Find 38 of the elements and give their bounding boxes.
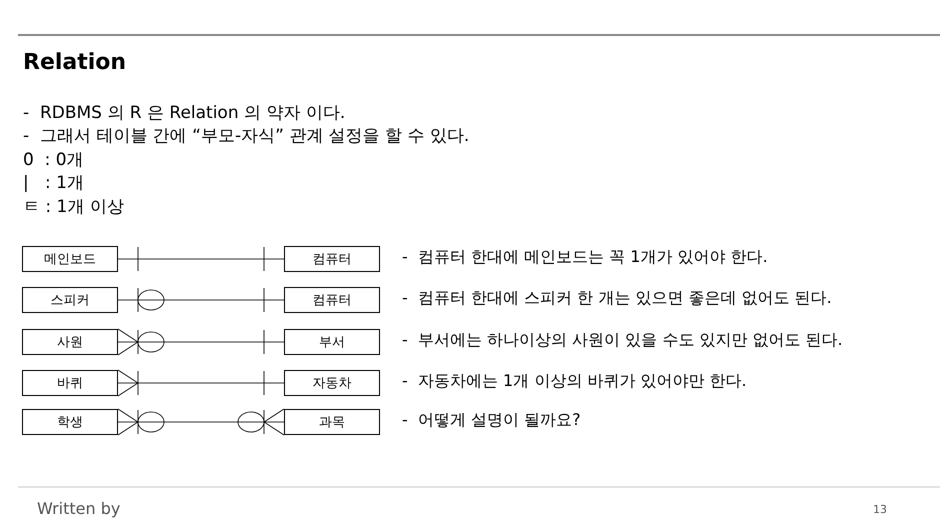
entity-box (22, 287, 118, 313)
entity-name: 사원 (57, 334, 83, 351)
description-text: - 컴퓨터 한대에 스피커 한 개는 있으면 좋은데 없어도 된다. (402, 288, 832, 309)
entity-name: 부서 (319, 334, 345, 351)
entity-box (284, 329, 380, 355)
entity-box (284, 370, 380, 396)
relationship-line (118, 288, 284, 312)
slide-title: Relation (23, 50, 126, 75)
relationship-line (118, 408, 284, 436)
entity-name: 학생 (57, 414, 83, 431)
entity-name: 자동차 (312, 375, 352, 392)
footer-text: Written by (37, 499, 120, 518)
entity-name: 메인보드 (44, 251, 96, 268)
legend-text: | : 1개 (23, 172, 84, 194)
relationship-line (118, 328, 284, 356)
entity-box (22, 370, 118, 396)
description-text: - 부서에는 하나이상의 사원이 있을 수도 있지만 없어도 된다. (402, 330, 843, 351)
entity-name: 바퀴 (57, 375, 83, 392)
entity-name: 스피커 (50, 292, 90, 309)
page-number: 13 (873, 503, 887, 516)
entity-box (22, 409, 118, 435)
entity-box (22, 246, 118, 272)
description-text: - 컴퓨터 한대에 메인보드는 꼭 1개가 있어야 한다. (402, 247, 768, 268)
bullet-text: - RDBMS 의 R 은 Relation 의 약자 이다. (23, 102, 346, 124)
entity-box (284, 287, 380, 313)
entity-name: 과목 (319, 414, 345, 431)
relationship-line (118, 370, 284, 396)
entity-box (284, 246, 380, 272)
legend-text: 0 : 0개 (23, 149, 84, 171)
relationship-line (118, 246, 284, 272)
legend-text: ㅌ : 1개 이상 (23, 196, 124, 218)
bullet-text: - 그래서 테이블 간에 “부모-자식” 관계 설정을 할 수 있다. (23, 125, 470, 147)
description-text: - 자동차에는 1개 이상의 바퀴가 있어야만 한다. (402, 371, 747, 392)
entity-box (284, 409, 380, 435)
entity-box (22, 329, 118, 355)
entity-name: 컴퓨터 (312, 292, 352, 309)
description-text: - 어떻게 설명이 될까요? (402, 410, 581, 431)
entity-name: 컴퓨터 (312, 251, 352, 268)
